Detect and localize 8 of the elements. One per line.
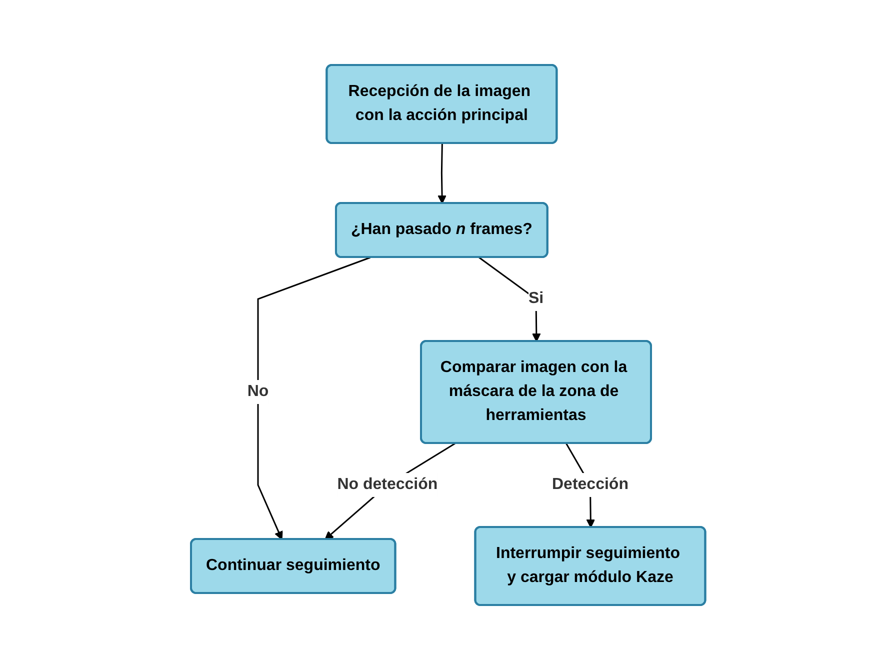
edge-label: Detección — [552, 476, 628, 493]
edge-label: No detección — [337, 476, 438, 493]
arrow — [438, 143, 446, 204]
arrow — [257, 256, 370, 540]
arrow — [324, 442, 456, 540]
edge-label: No — [247, 383, 269, 400]
arrow — [478, 256, 541, 342]
edge-label: Si — [528, 290, 544, 307]
